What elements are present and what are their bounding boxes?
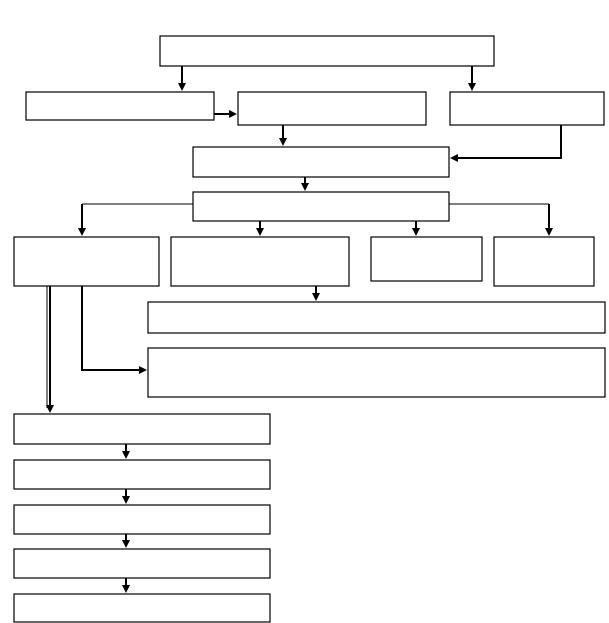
box-chain-1: [13, 413, 271, 445]
box-branch-1: [13, 236, 160, 287]
box-branch-2: [170, 236, 350, 287]
box-chain-5: [13, 593, 271, 623]
box-chain-3: [13, 504, 271, 535]
box-hub: [192, 191, 450, 222]
arrow-row2-right-to-merge: [450, 125, 562, 162]
box-row2-right: [449, 91, 605, 126]
box-chain-4: [13, 548, 271, 579]
box-branch-3: [370, 236, 483, 282]
box-top: [159, 35, 495, 67]
box-row2-middle: [237, 91, 427, 126]
box-merge: [192, 146, 450, 178]
box-chain-2: [13, 459, 271, 490]
box-wide-2: [147, 347, 606, 398]
arrow-branch-1-to-wide-2: [81, 286, 147, 374]
box-wide-1: [147, 301, 606, 334]
box-branch-4: [493, 236, 595, 287]
box-row2-left: [25, 91, 215, 121]
